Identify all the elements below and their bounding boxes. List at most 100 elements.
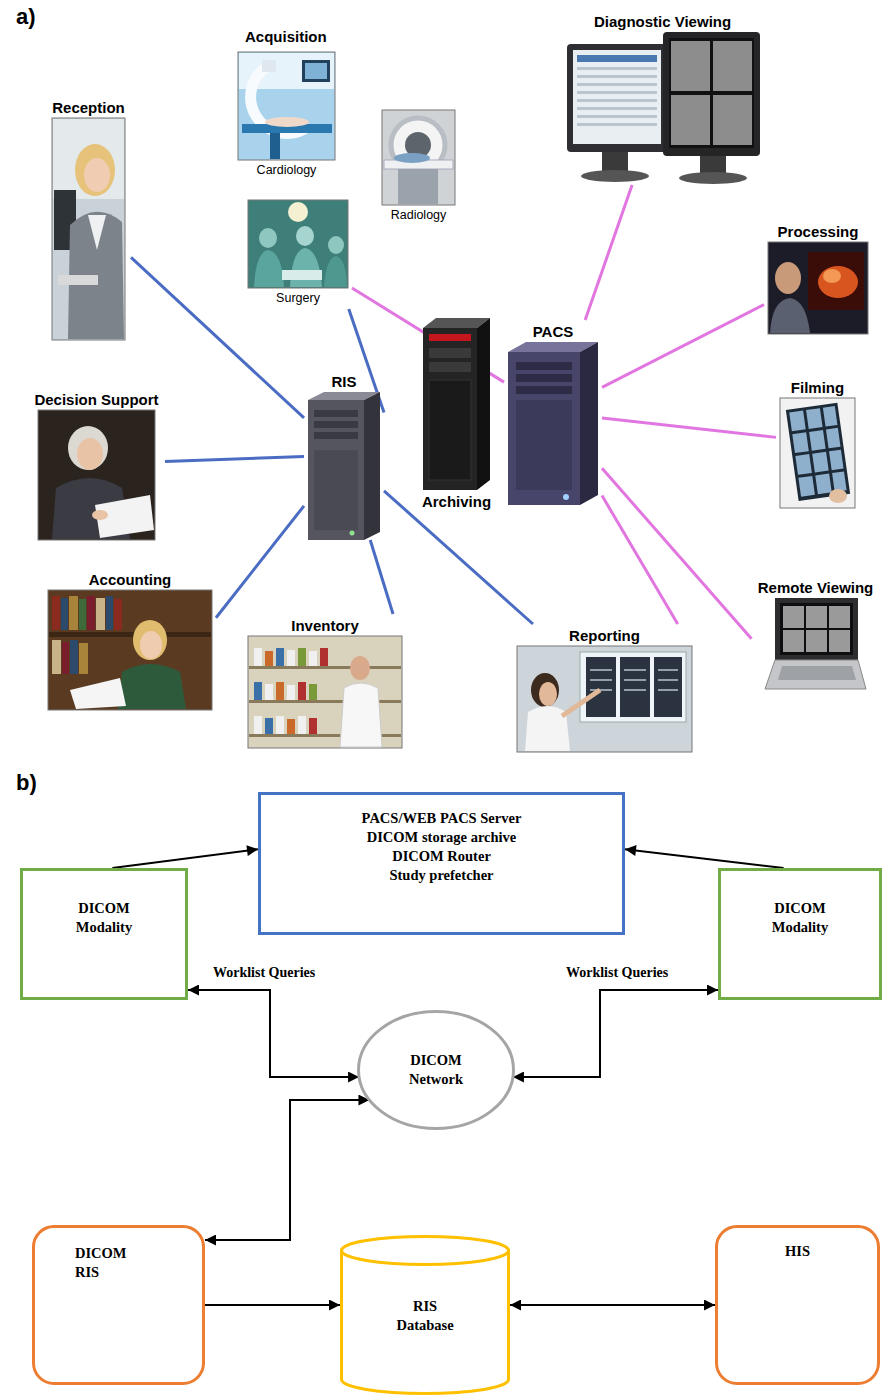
reception-photo — [52, 118, 125, 340]
filming-photo — [780, 398, 855, 508]
pacs-server-picture — [516, 374, 572, 382]
inventory-photo — [298, 682, 306, 700]
filming-photo — [798, 476, 815, 497]
server-box: PACS/WEB PACS ServerDICOM storage archiv… — [258, 792, 625, 935]
filming-photo — [815, 474, 832, 495]
filming-photo — [789, 406, 846, 497]
radiology-photo — [398, 169, 438, 204]
node-text: DICOM Network — [409, 1051, 463, 1089]
connector — [165, 456, 304, 461]
node-text: HIS — [785, 1242, 810, 1261]
photo-node: Radiology — [378, 110, 459, 226]
panel-label: b) — [16, 770, 37, 796]
laptop-picture — [775, 598, 858, 660]
inventory-photo — [340, 683, 382, 747]
node-text: Inventory — [289, 617, 361, 635]
picture-slot — [423, 318, 490, 490]
surgery-photo — [282, 270, 322, 280]
accounting-photo — [52, 596, 60, 630]
modality-box: DICOM Modality — [718, 868, 882, 1000]
filming-photo — [809, 430, 826, 451]
ris-server-picture — [364, 392, 380, 540]
workstation-picture — [577, 67, 657, 70]
reporting-photo — [590, 670, 678, 690]
archive-server-picture — [429, 362, 471, 372]
server-node: RIS — [304, 370, 384, 540]
connector — [205, 1304, 340, 1306]
laptop-picture — [783, 606, 850, 652]
workstation-picture — [567, 44, 667, 152]
workstation-picture — [577, 123, 657, 126]
accounting-photo — [118, 664, 186, 709]
decision-support-photo — [92, 510, 108, 520]
photo-node: Cardiology — [234, 52, 339, 181]
cardiology-photo — [302, 60, 330, 82]
laptop-picture — [806, 630, 827, 652]
cardiology-photo — [270, 133, 280, 159]
inventory-photo — [248, 636, 402, 748]
workstation-picture — [567, 32, 760, 184]
inventory-photo — [276, 648, 284, 666]
panel-label: a) — [16, 4, 36, 30]
edge-label: Worklist Queries — [213, 964, 315, 982]
connector — [510, 1304, 715, 1306]
photo-node: Filming — [776, 376, 859, 508]
inventory-photo — [276, 682, 284, 700]
ris-server-picture — [314, 450, 358, 530]
decision-support-photo — [77, 438, 103, 470]
laptop-picture — [783, 630, 804, 652]
reception-photo — [58, 275, 98, 285]
accounting-photo — [96, 598, 105, 630]
picture-slot — [508, 342, 598, 505]
accounting-photo — [114, 599, 122, 630]
label-holder: b) — [16, 770, 37, 796]
filming-photo — [823, 406, 838, 426]
picture-slot — [248, 200, 348, 288]
archive-server-picture — [429, 334, 471, 341]
node-text: DICOM Router — [392, 847, 491, 866]
photo-node: Accounting — [44, 568, 216, 710]
accounting-photo — [87, 596, 95, 630]
server-node: Archiving — [416, 318, 498, 514]
accounting-photo — [106, 596, 113, 630]
processing-photo — [768, 242, 868, 334]
ris-server-picture — [350, 531, 355, 536]
node-text: Radiology — [389, 208, 449, 223]
network-ellipse: DICOM Network — [357, 1010, 515, 1130]
pacs-server-picture — [580, 342, 598, 505]
node-text: RIS — [329, 373, 358, 391]
laptop-picture — [829, 606, 850, 628]
modality-box: DICOM Modality — [20, 868, 188, 1000]
accounting-photo — [70, 640, 78, 674]
photo-node: Reception — [46, 96, 131, 340]
photo-node: Surgery — [244, 200, 352, 309]
node-text: DICOM Modality — [76, 899, 132, 937]
inventory-photo — [254, 682, 262, 700]
inventory-photo — [276, 716, 284, 734]
picture-slot — [52, 118, 125, 340]
workstation-picture — [581, 170, 649, 182]
node-text: Reception — [50, 99, 127, 117]
filming-photo — [826, 428, 841, 448]
pacs-server-picture — [516, 362, 572, 370]
workstation-picture — [713, 41, 752, 91]
photo-node: Reporting — [513, 624, 696, 752]
surgery-photo — [288, 202, 308, 222]
pacs-server-picture — [563, 494, 569, 500]
archive-server-picture — [423, 318, 490, 490]
radiology-photo — [394, 153, 430, 163]
filming-photo — [786, 403, 850, 501]
workstation-picture — [671, 95, 710, 145]
inventory-photo — [309, 718, 317, 734]
surgery-photo — [248, 200, 348, 288]
accounting-photo — [79, 643, 88, 674]
pacs-server-picture — [508, 342, 598, 505]
radiology-photo — [382, 110, 455, 205]
photo-node: Processing — [764, 220, 872, 334]
archive-server-picture — [423, 328, 477, 490]
group-label: Acquisition — [245, 28, 327, 46]
workstation-picture — [663, 32, 760, 156]
filming-photo — [780, 398, 855, 508]
accounting-photo — [48, 590, 212, 710]
